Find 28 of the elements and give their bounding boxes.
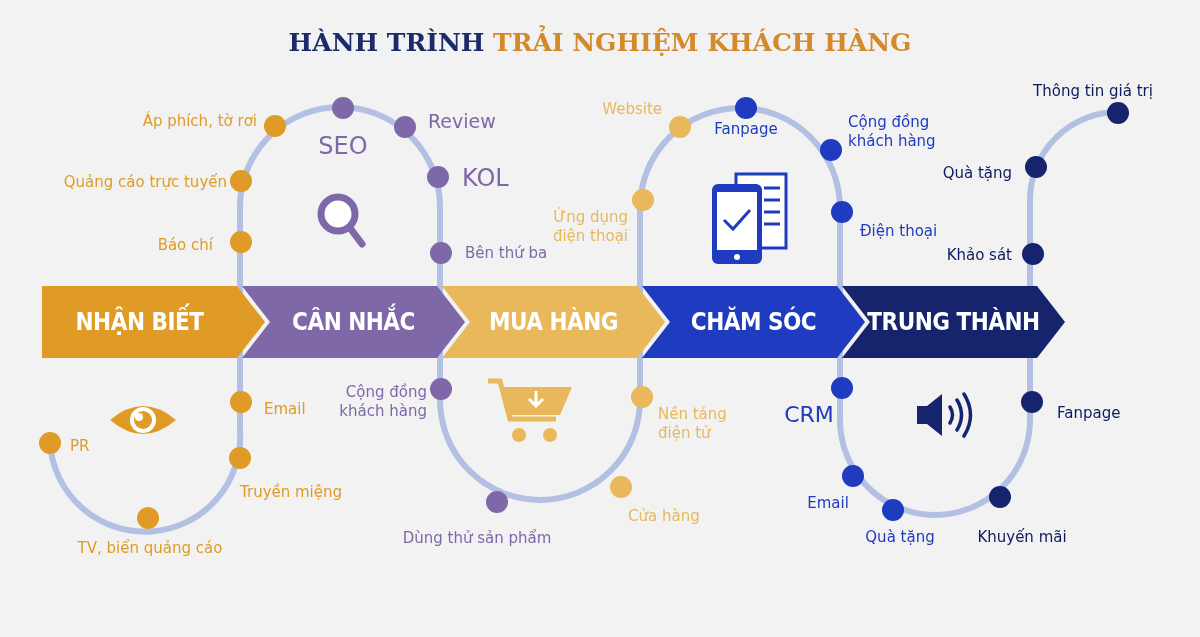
touchpoint-label: Ứng dụng điện thoại bbox=[551, 208, 628, 246]
touchpoint-label: TV, biển quảng cáo bbox=[77, 539, 223, 558]
touchpoint-label: Bên thứ ba bbox=[465, 244, 548, 263]
touchpoint-label: Cộng đồng khách hàng bbox=[848, 113, 937, 151]
touchpoint-label: Thông tin giá trị bbox=[1033, 82, 1153, 101]
touchpoint-label: Khảo sát bbox=[946, 246, 1012, 265]
touchpoint-label: Điện thoại bbox=[860, 222, 938, 241]
touchpoint-label: Quảng cáo trực tuyến bbox=[63, 173, 227, 192]
touchpoint-label: CRM bbox=[784, 400, 834, 429]
touchpoint-label: PR bbox=[70, 437, 90, 456]
touchpoint-label: Nền tảng điện tử bbox=[658, 405, 728, 443]
touchpoint-label: Áp phích, tờ rơi bbox=[142, 112, 257, 131]
touchpoint-label: Khuyến mãi bbox=[977, 528, 1067, 547]
touchpoint-label: Cửa hàng bbox=[628, 507, 700, 526]
touchpoint-label: Fanpage bbox=[1057, 404, 1121, 423]
touchpoint-label: Quà tặng bbox=[942, 164, 1012, 183]
touchpoint-label: KOL bbox=[462, 163, 509, 194]
touchpoint-label: Truyền miệng bbox=[240, 483, 343, 502]
touchpoint-label: Email bbox=[807, 494, 849, 513]
touchpoint-label: Email bbox=[264, 400, 306, 419]
touchpoint-label: Quà tặng bbox=[865, 528, 935, 547]
touchpoint-label: Review bbox=[428, 109, 496, 134]
touchpoint-label: Website bbox=[602, 100, 662, 119]
touchpoint-label: Dùng thử sản phẩm bbox=[402, 529, 552, 548]
touchpoint-label: SEO bbox=[318, 131, 368, 162]
touchpoint-label: Cộng đồng khách hàng bbox=[338, 383, 427, 421]
touchpoint-label: Fanpage bbox=[714, 120, 778, 139]
touchpoint-label: Báo chí bbox=[157, 236, 213, 255]
